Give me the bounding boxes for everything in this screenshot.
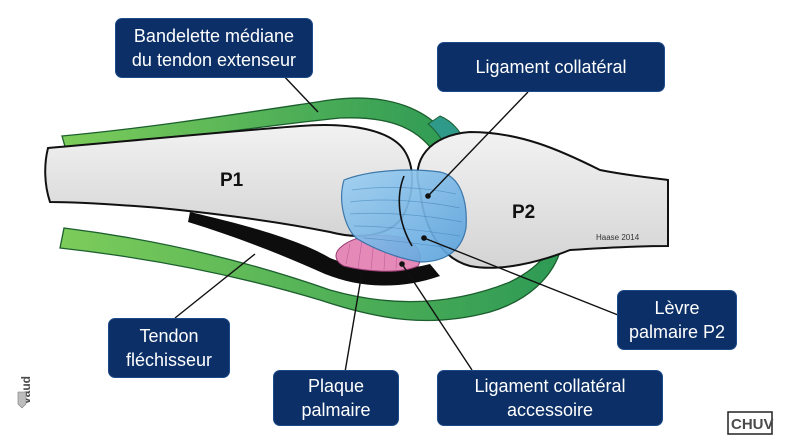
label-accessory-collateral-ligament: Ligament collatéral accessoire xyxy=(437,370,663,426)
leader-flexor xyxy=(174,253,256,319)
leader-dots xyxy=(399,193,431,267)
volar-recess xyxy=(188,212,440,286)
chuv-logo-box xyxy=(727,411,773,435)
label-extensor-tendon: Bandelette médiane du tendon extenseur xyxy=(115,18,313,78)
chuv-logo: CHUV xyxy=(731,416,774,433)
p2-condyle-outline xyxy=(398,175,413,247)
label-collateral-text: Ligament collatéral xyxy=(475,56,627,77)
leader-collateral xyxy=(427,91,529,197)
leader-volar-lip xyxy=(423,237,619,316)
label-volar-lip-p2: Lèvre palmaire P2 xyxy=(617,290,737,350)
leader-volar-plate xyxy=(344,271,363,373)
bone-p2 xyxy=(416,130,669,269)
label-flexor-text: Tendon fléchisseur xyxy=(125,325,213,370)
label-collateral-ligament: Ligament collatéral xyxy=(437,42,665,92)
label-volar-plate: Plaque palmaire xyxy=(273,370,399,426)
bone-p2-label: P2 xyxy=(512,202,535,223)
label-flexor-tendon: Tendon fléchisseur xyxy=(108,318,230,378)
label-volar-plate-text: Plaque palmaire xyxy=(301,375,371,420)
label-extensor-text: Bandelette médiane du tendon extenseur xyxy=(131,25,297,70)
vaud-crest-icon xyxy=(17,391,27,409)
credit-text: Haase 2014 xyxy=(596,233,640,242)
label-volar-lip-text: Lèvre palmaire P2 xyxy=(628,297,726,342)
leader-accessory xyxy=(401,263,473,371)
leader-lines xyxy=(174,71,619,373)
bone-p1-label: P1 xyxy=(220,170,244,191)
leader-extensor xyxy=(279,71,319,113)
label-accessory-text: Ligament collatéral accessoire xyxy=(474,375,626,420)
